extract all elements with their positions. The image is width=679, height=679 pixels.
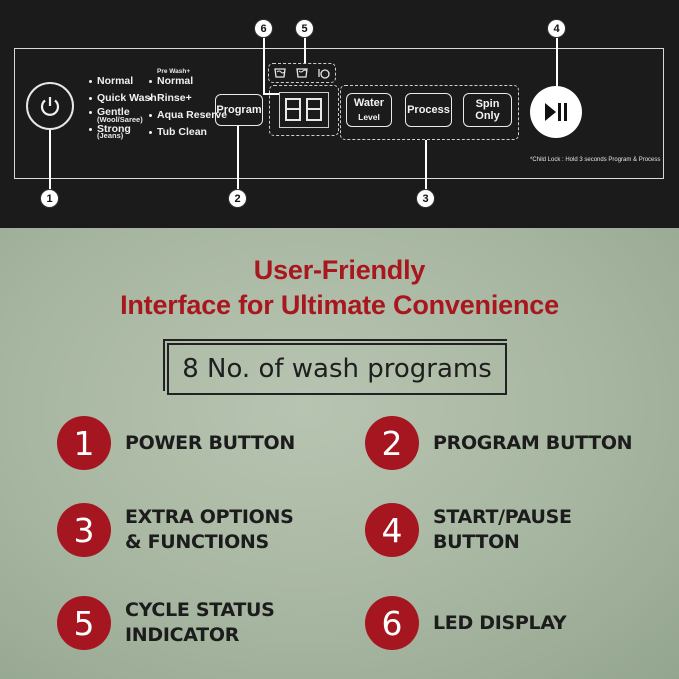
control-panel-image: Normal Quick Wash Gentle (Wool/Saree) St… — [0, 0, 679, 228]
child-lock-note: *Child Lock : Hold 3 seconds Program & P… — [530, 157, 661, 163]
program-gentle: Gentle — [97, 106, 130, 118]
feature-number: 6 — [365, 596, 419, 650]
callout-3: 3 — [416, 189, 435, 208]
start-pause-button[interactable] — [530, 86, 582, 138]
program-quick-wash: Quick Wash — [97, 92, 157, 104]
callout-4: 4 — [547, 19, 566, 38]
power-button[interactable] — [26, 82, 74, 130]
feature-4: 4 START/PAUSE BUTTON — [365, 503, 572, 557]
feature-label: PROGRAM BUTTON — [433, 431, 633, 454]
headline-line-1: User-Friendly — [253, 255, 426, 285]
seven-segment-digits — [285, 98, 322, 121]
program-strong: Strong — [97, 123, 131, 135]
feature-label: LED DISPLAY — [433, 611, 567, 634]
cycle-status-indicator — [268, 63, 336, 83]
play-pause-icon — [545, 103, 567, 121]
water-button-sub: Level — [358, 112, 380, 122]
callout-line-6b — [263, 93, 279, 95]
programs-count-box: 8 No. of wash programs — [167, 343, 507, 395]
callout-line-5 — [304, 36, 306, 63]
feature-section — [0, 228, 679, 679]
program-strong-sub: (Jeans) — [97, 131, 124, 140]
feature-number: 1 — [57, 416, 111, 470]
water-button-label: Water — [353, 97, 385, 109]
program-normal: Normal — [97, 75, 134, 87]
feature-1: 1 POWER BUTTON — [57, 416, 295, 470]
feature-number: 2 — [365, 416, 419, 470]
callout-5: 5 — [295, 19, 314, 38]
program-prewash-normal: Normal — [157, 75, 194, 87]
feature-label: POWER BUTTON — [125, 431, 295, 454]
feature-6: 6 LED DISPLAY — [365, 596, 567, 650]
display-dashed-box — [269, 85, 339, 136]
program-aqua-reserve: Aqua Reserve — [157, 109, 228, 121]
led-display — [279, 92, 329, 128]
feature-2: 2 PROGRAM BUTTON — [365, 416, 633, 470]
feature-3: 3 EXTRA OPTIONS & FUNCTIONS — [57, 503, 294, 557]
feature-label: START/PAUSE BUTTON — [433, 506, 572, 553]
feature-5: 5 CYCLE STATUS INDICATOR — [57, 596, 275, 650]
prewash-label: Pre Wash+ — [157, 68, 191, 75]
wash-rinse-spin-icons — [274, 68, 330, 79]
callout-line-4 — [556, 36, 558, 86]
headline-line-2: Interface for Ultimate Convenience — [120, 290, 559, 320]
program-rinse-plus: Rinse+ — [157, 92, 192, 104]
callout-2: 2 — [228, 189, 247, 208]
feature-number: 4 — [365, 503, 419, 557]
callout-line-6 — [263, 36, 265, 94]
panel-frame — [14, 48, 664, 179]
callout-line-2 — [237, 126, 239, 190]
feature-number: 5 — [57, 596, 111, 650]
callout-line-3 — [425, 140, 427, 190]
water-level-button[interactable]: Water Level — [346, 93, 392, 127]
process-button[interactable]: Process — [405, 93, 452, 127]
power-icon — [40, 97, 60, 116]
spin-only-button[interactable]: Spin Only — [463, 93, 512, 127]
callout-6: 6 — [254, 19, 273, 38]
program-gentle-sub: (Wool/Saree) — [97, 115, 143, 124]
callout-1: 1 — [40, 189, 59, 208]
feature-label: CYCLE STATUS INDICATOR — [125, 599, 275, 646]
program-tub-clean: Tub Clean — [157, 126, 207, 138]
feature-label: EXTRA OPTIONS & FUNCTIONS — [125, 506, 294, 553]
programs-box-offset — [163, 339, 507, 391]
extra-options-box — [340, 85, 519, 140]
program-button[interactable]: Program — [215, 94, 263, 126]
feature-number: 3 — [57, 503, 111, 557]
callout-line-1 — [49, 130, 51, 190]
